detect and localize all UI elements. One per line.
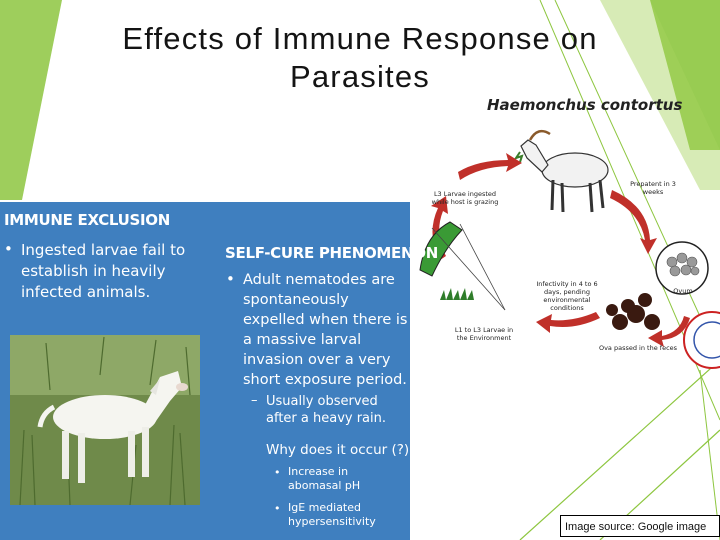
self-cure-heading: SELF-CURE PHENOMENON [225,244,438,262]
self-cure-text: Adult nematodes are spontaneously expell… [243,272,408,388]
caption-l1-l3: L1 to L3 Larvae in the Environment [454,326,514,342]
image-source-label: Image source: Google image [560,515,720,537]
caption-infectivity: Infectivity in 4 to 6 days, pending envi… [536,280,598,312]
goat-photo [10,335,200,505]
reason-item: Increase in abomasal pH [288,465,361,492]
goat-illustration-icon [513,129,609,213]
caption-ovum: Ovum [673,287,693,295]
caption-prepatent: Prepatent in 3 weeks [630,180,676,196]
caption-ova-feces: Ova passed in the feces [598,344,678,352]
reason-item: IgE mediated hypersensitivity [288,501,376,528]
institution-seal-icon [683,311,720,369]
why-question: Why does it occur (?) [266,442,410,458]
diagram-title: Haemonchus contortus [487,96,683,114]
self-cure-subpoint: Usually observed after a heavy rain. [266,394,387,426]
bullet-icon: • [4,240,13,258]
sub-bullet-icon: • [274,466,281,479]
caption-l3-ingested: L3 Larvae ingested while host is grazing [431,190,499,206]
title-line-2: Parasites [289,59,431,94]
sub-bullet-icon: • [274,502,281,515]
immune-exclusion-heading: IMMUNE EXCLUSION [4,211,171,229]
bullet-icon: • [226,270,235,288]
dash-icon: – [251,393,258,408]
immune-exclusion-text: Ingested larvae fail to establish in hea… [21,241,186,301]
title-line-1: Effects of Immune Response on [122,21,598,56]
slide-title: Effects of Immune Response on Parasites [40,20,680,96]
